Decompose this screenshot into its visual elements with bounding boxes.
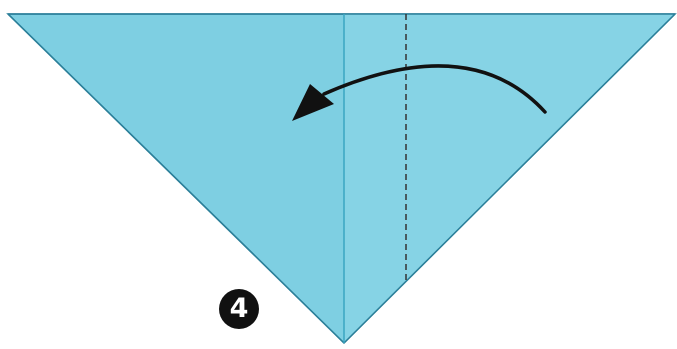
arrow-head-icon [292,84,334,121]
right-edge [343,13,676,344]
left-edge [7,13,345,344]
step-number-badge: 4 [219,289,259,329]
curved-arrow-left-icon [322,64,547,114]
